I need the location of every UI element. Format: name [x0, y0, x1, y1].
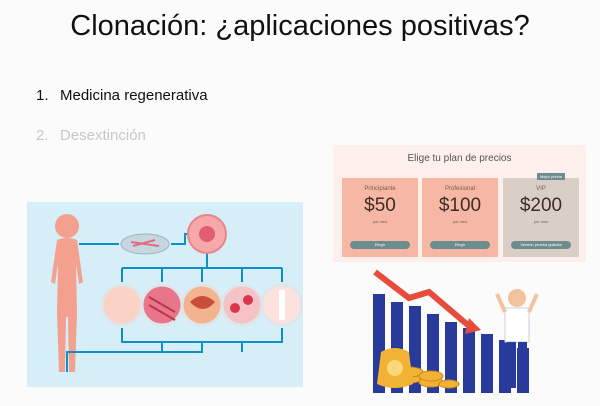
decline-chart-svg [373, 269, 539, 393]
regenerative-medicine-illustration [27, 202, 303, 387]
stressed-man-icon [495, 289, 539, 388]
pricing-heading: Elige tu plan de precios [407, 153, 512, 164]
best-price-badge: Mejor precio [536, 173, 565, 180]
list-number: 2. [36, 126, 49, 144]
slide-title: Clonación: ¿aplicaciones positivas? [70, 10, 530, 42]
financial-decline-illustration [369, 264, 551, 393]
tissue-icons [100, 283, 303, 327]
plan-price: $50 [364, 195, 396, 216]
flow-arrows-icon [66, 233, 283, 372]
plan-price: $100 [438, 195, 482, 216]
plan-period: por mes [533, 219, 549, 224]
pricing-panel: Elige tu plan de precios Principiante $5… [333, 145, 586, 262]
plan-period: por mes [452, 219, 468, 224]
pricing-plan-vip: Mejor precio VIP $200 por mes Versión pr… [503, 173, 579, 257]
list-item: 2. Desextinción [36, 124, 208, 146]
list-label: Desextinción [60, 126, 146, 144]
list-number: 1. [36, 86, 49, 104]
list-item: 1. Medicina regenerativa [36, 84, 208, 106]
trend-arrow-icon [373, 269, 481, 334]
list-label: Medicina regenerativa [60, 86, 208, 104]
bullet-list: 1. Medicina regenerativa 2. Desextinción [36, 84, 208, 146]
pricing-plan-principiante: Principiante $50 por mes Elegir [342, 178, 418, 257]
pricing-plan-profesional: Profesional $100 por mes Elegir [422, 178, 498, 257]
human-body-icon [51, 214, 83, 372]
plan-price: $200 [519, 195, 563, 216]
plan-name: Principiante [364, 186, 396, 192]
free-trial-button[interactable]: Versión prueba gratuita [511, 241, 571, 249]
choose-plan-button[interactable]: Elegir [350, 241, 410, 249]
plan-name: Profesional [444, 186, 476, 192]
illustration-svg [51, 214, 303, 372]
money-bag-icon [377, 348, 413, 388]
plan-name: VIP [536, 186, 546, 192]
stem-cell-icon [187, 214, 227, 254]
petri-dish-icon [120, 233, 170, 255]
plan-period: por mes [372, 219, 388, 224]
choose-plan-button[interactable]: Elegir [430, 241, 490, 249]
